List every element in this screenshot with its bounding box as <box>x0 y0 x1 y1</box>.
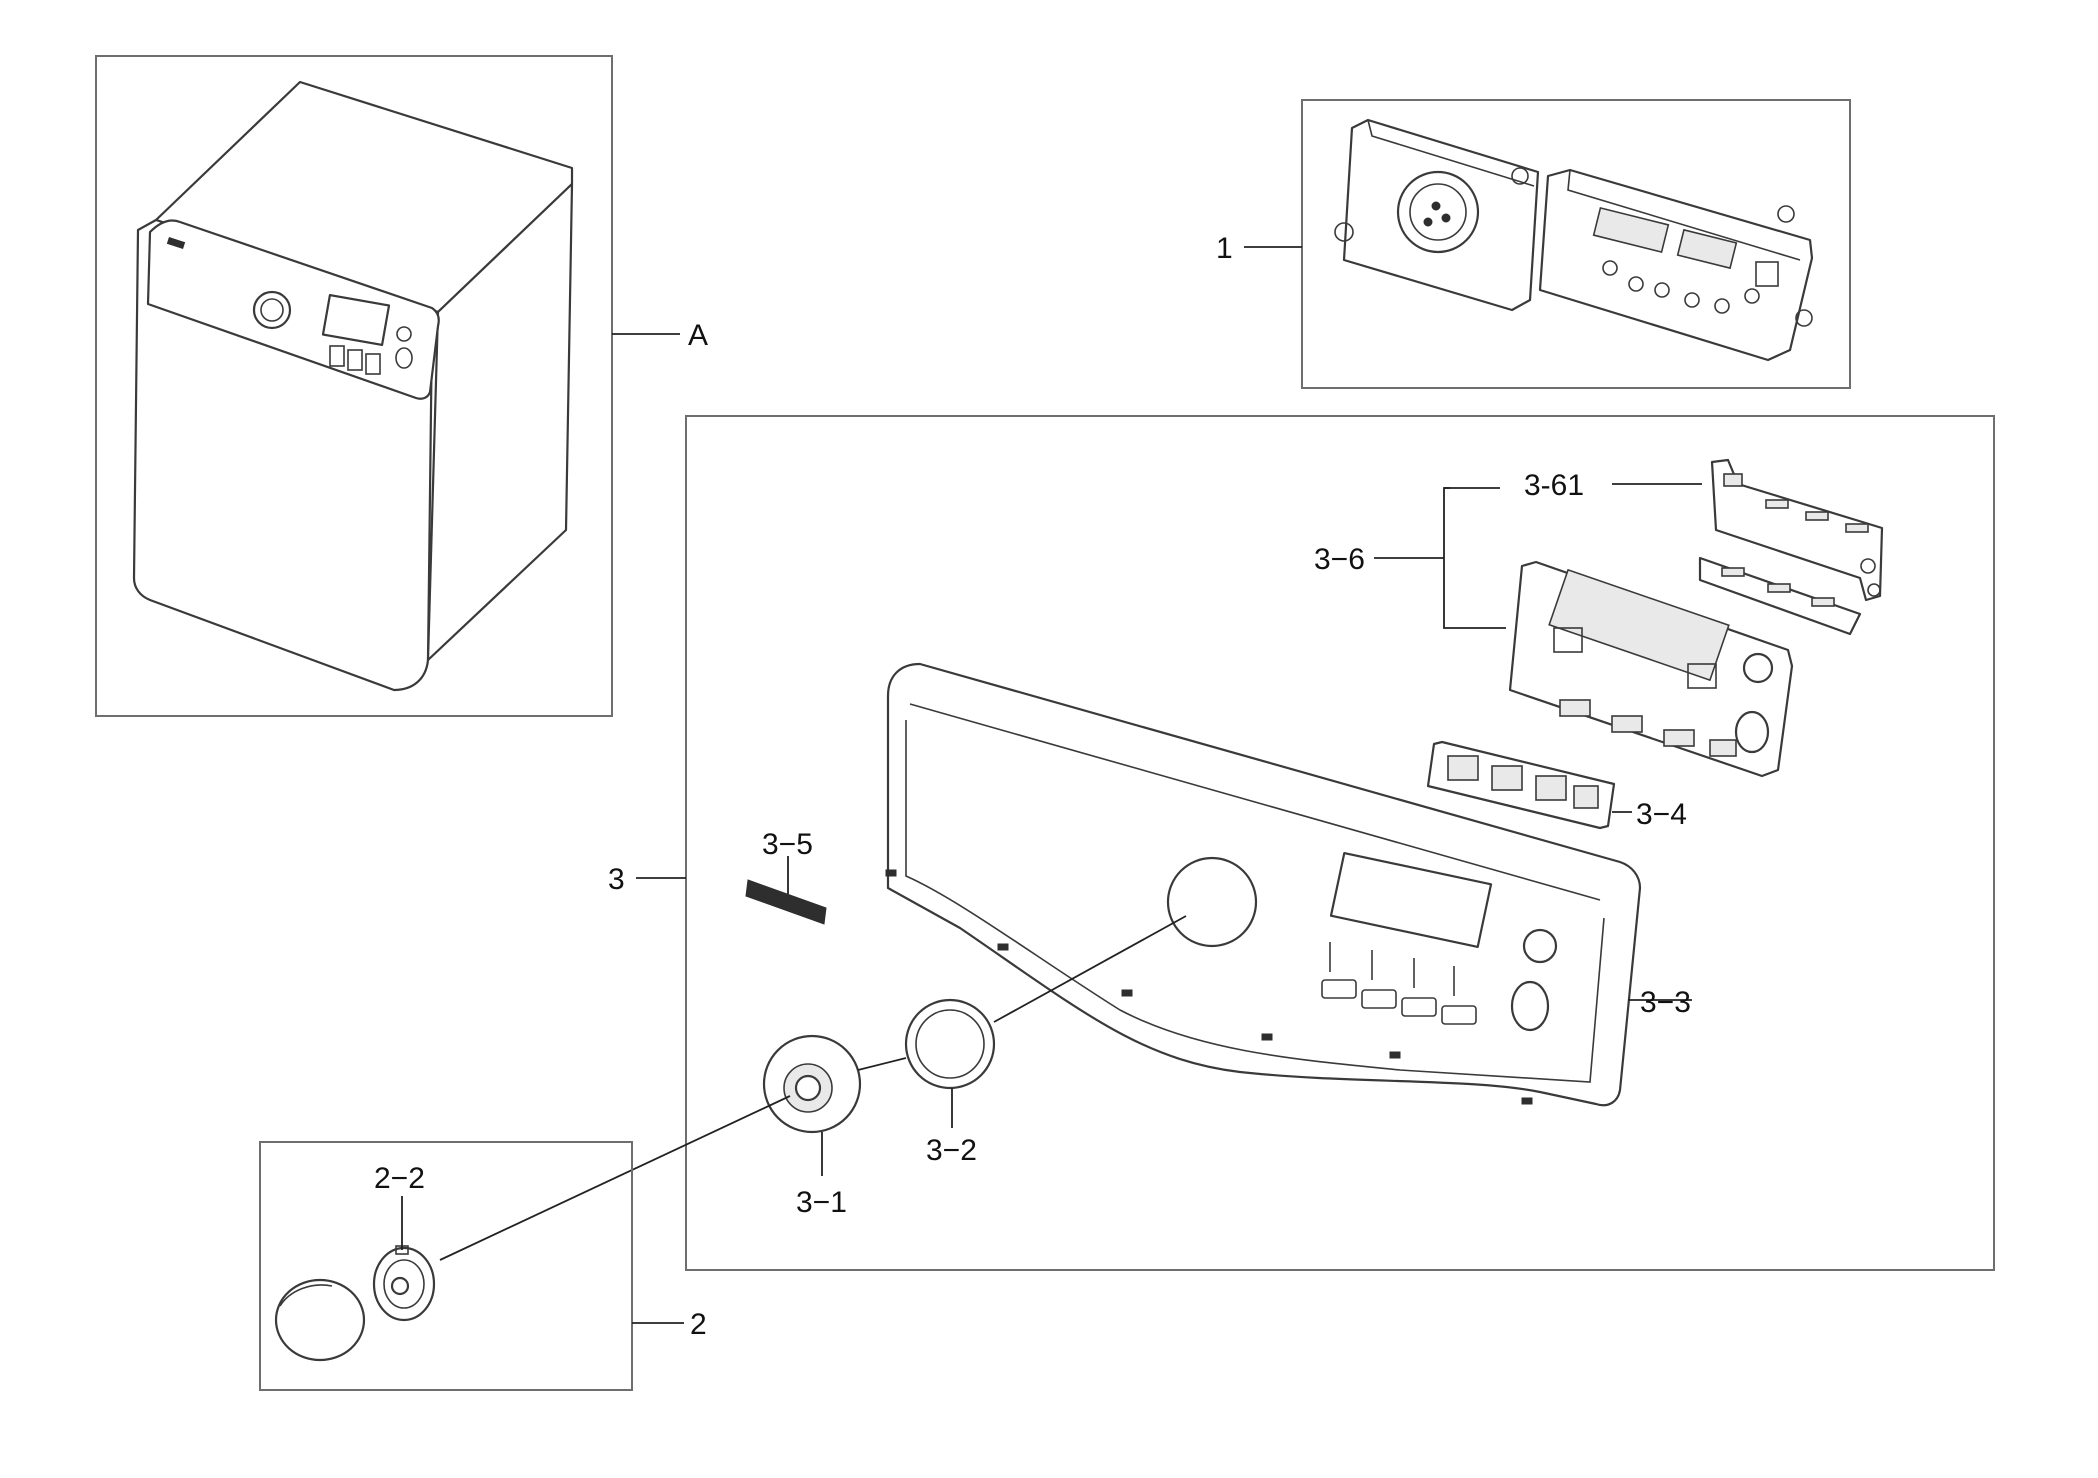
display-pcb-illustration <box>1508 560 1794 778</box>
display-bracket-illustration <box>1698 458 1884 636</box>
leader-3-6-bracket <box>1443 487 1506 629</box>
callout-3-5: 3−5 <box>762 828 813 861</box>
button-block-illustration <box>1426 740 1616 830</box>
part-2-frame <box>259 1141 633 1391</box>
part-3-frame <box>685 415 1995 1271</box>
dial-ring-illustration <box>904 998 996 1090</box>
part-1-group: 1 <box>1216 99 1851 389</box>
part-2-group: 2−2 2 <box>259 1141 707 1391</box>
rotary-encoder-illustration <box>762 1034 862 1134</box>
assembly-axis-line-mid <box>857 1057 907 1071</box>
assembly-axis-line-upper <box>993 915 1187 1023</box>
callout-2-2: 2−2 <box>374 1162 425 1195</box>
callout-1: 1 <box>1216 232 1233 265</box>
washer-cabinet-illustration <box>132 80 574 692</box>
assembly-a-frame <box>95 55 613 717</box>
callout-3-1: 3−1 <box>796 1186 847 1219</box>
callout-3-61: 3-61 <box>1524 469 1584 502</box>
part-1-frame <box>1301 99 1851 389</box>
control-pcb-illustration <box>1334 118 1814 362</box>
callout-3: 3 <box>608 863 625 896</box>
assembly-axis-line-lower <box>439 1095 791 1261</box>
knob-insert-illustration <box>372 1245 436 1322</box>
callout-3-6: 3−6 <box>1314 543 1365 576</box>
callout-a: A <box>688 319 708 352</box>
callout-3-2: 3−2 <box>926 1134 977 1167</box>
knob-cap-illustration <box>274 1278 366 1362</box>
assembly-a-group: A <box>95 55 708 717</box>
callout-3-3: 3−3 <box>1640 986 1691 1019</box>
brand-badge-illustration <box>745 879 827 925</box>
control-panel-housing-illustration <box>885 662 1642 1107</box>
part-3-group: 3 3−3 <box>439 415 1995 1271</box>
callout-2: 2 <box>690 1308 707 1341</box>
callout-3-4: 3−4 <box>1636 798 1687 831</box>
